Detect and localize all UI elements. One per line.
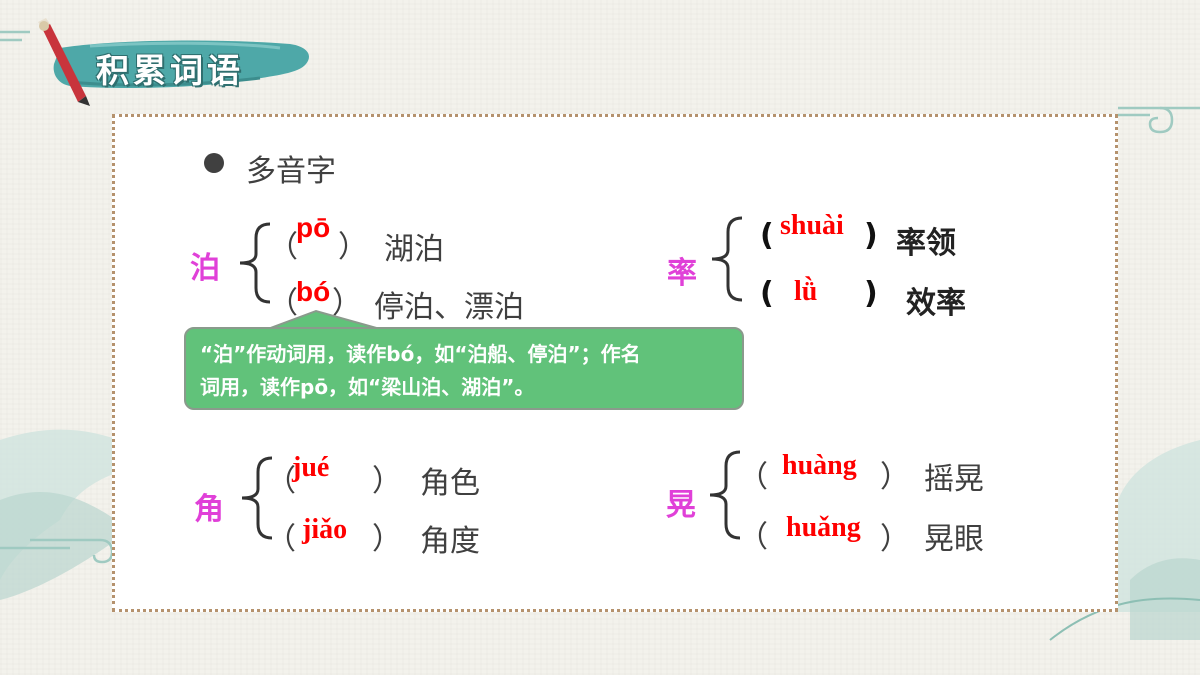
pinyin-reading: jué	[292, 452, 330, 483]
example-words: 角度	[420, 524, 480, 559]
callout-line: 词用，读作pō，如“梁山泊、湖泊”。	[200, 375, 535, 399]
pinyin-reading: huǎng	[786, 512, 861, 543]
open-paren: (	[760, 218, 774, 253]
section-heading: 多音字	[246, 154, 336, 189]
close-paren: )	[864, 276, 878, 311]
close-paren: ）	[372, 464, 402, 499]
brush-pen-icon	[38, 18, 90, 106]
polyphone-char: 角	[194, 492, 224, 527]
open-paren: （	[268, 286, 298, 321]
open-paren: （	[266, 464, 296, 499]
header-banner: 积累词语	[30, 18, 320, 108]
open-paren: （	[738, 520, 768, 555]
polyphone-char: 率	[667, 256, 697, 291]
pinyin-reading: jiǎo	[302, 514, 348, 545]
example-words: 效率	[906, 286, 966, 321]
pinyin-reading: shuài	[780, 210, 844, 241]
open-paren: (	[760, 276, 774, 311]
polyphone-char: 晃	[666, 488, 696, 523]
explanation-callout: “泊”作动词用，读作bó，如“泊船、停泊”；作名 词用，读作pō，如“梁山泊、湖…	[184, 327, 744, 410]
close-paren: ）	[880, 460, 910, 495]
pinyin-reading: huàng	[782, 450, 857, 481]
open-paren: （	[268, 230, 298, 265]
close-paren: ）	[372, 522, 402, 557]
brace-icon	[239, 222, 271, 304]
polyphone-char: 泊	[190, 251, 220, 286]
brush-stroke	[53, 40, 309, 88]
close-paren: )	[864, 218, 878, 253]
example-words: 晃眼	[924, 522, 984, 557]
bullet-icon	[204, 153, 224, 173]
close-paren: ）	[880, 522, 910, 557]
open-paren: （	[266, 522, 296, 557]
brace-icon	[709, 450, 741, 540]
page-title: 积累词语	[96, 51, 244, 90]
callout-line: “泊”作动词用，读作bó，如“泊船、停泊”；作名	[200, 342, 641, 366]
example-words: 率领	[896, 226, 956, 261]
brace-icon	[711, 216, 743, 302]
close-paren: ）	[338, 230, 368, 265]
close-paren: ）	[332, 286, 362, 321]
open-paren: （	[738, 460, 768, 495]
pinyin-reading: lǜ	[794, 276, 818, 307]
brace-icon	[241, 456, 273, 540]
pinyin-reading: pō	[296, 212, 331, 243]
example-words: 停泊、漂泊	[374, 290, 524, 325]
example-words: 角色	[420, 466, 480, 501]
example-words: 摇晃	[924, 462, 984, 497]
example-words: 湖泊	[384, 232, 444, 267]
pinyin-reading: bó	[296, 276, 331, 307]
